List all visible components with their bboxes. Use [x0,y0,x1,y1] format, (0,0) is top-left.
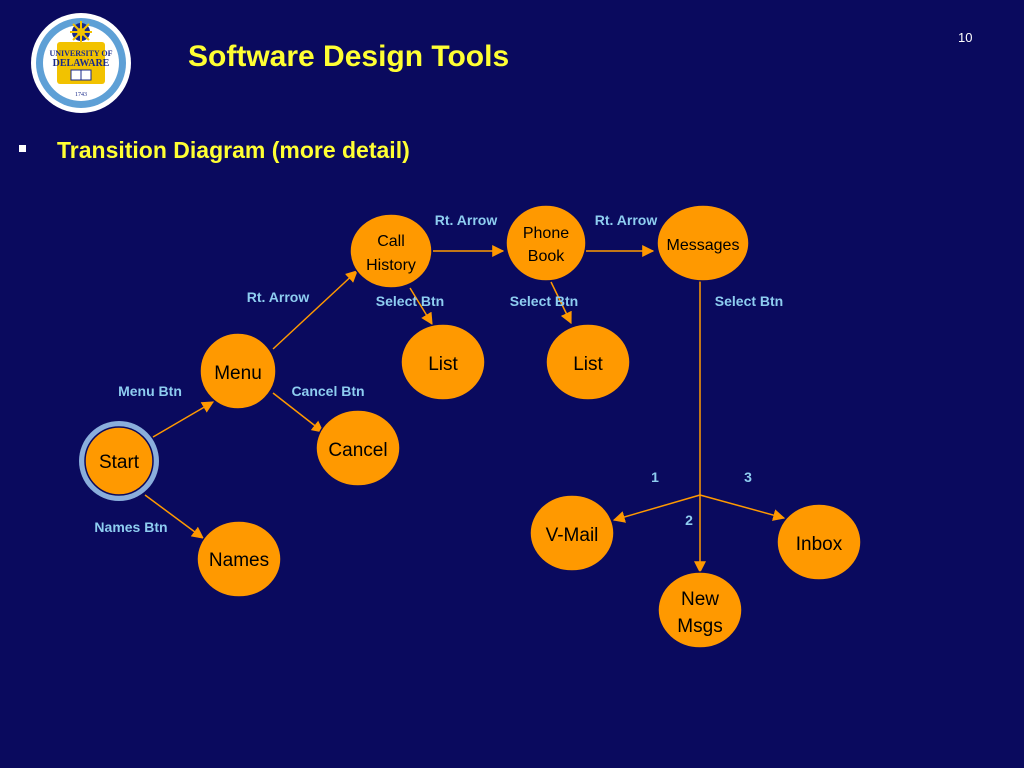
node-vmail: V-Mail [529,494,615,572]
edge-branch-inbox [699,494,786,521]
edge-call-list [409,287,433,326]
node-phone-book-line1: Phone [523,225,569,242]
edge-phone-list [550,281,572,325]
page-number: 10 [958,30,973,45]
node-vmail-label: V-Mail [546,525,599,546]
edge-menu-cancel [272,392,324,433]
node-inbox: Inbox [776,503,862,581]
edge-label-cancel-btn: Cancel Btn [291,383,364,399]
node-phone-book-line2: Book [528,248,565,265]
node-cancel: Cancel [315,409,401,487]
edge-label-option-2: 2 [685,512,693,528]
node-new-msgs-line1: New [681,589,719,610]
edge-start-menu [152,401,215,438]
edge-start-names [144,494,204,539]
edge-label-select-btn-phone: Select Btn [510,293,578,309]
node-names-label: Names [209,550,269,571]
university-logo: UNIVERSITY OF DELAWARE 1743 [31,13,131,113]
node-list-2-label: List [573,354,603,375]
node-messages: Messages [656,204,750,282]
node-list-1-label: List [428,354,458,375]
edge-label-names-btn: Names Btn [94,519,167,535]
svg-text:1743: 1743 [75,92,87,98]
edge-label-option-1: 1 [651,469,659,485]
node-menu-label: Menu [214,363,262,384]
node-inbox-label: Inbox [796,534,843,555]
svg-text:DELAWARE: DELAWARE [53,58,110,69]
node-new-msgs-line2: Msgs [677,616,722,637]
edge-label-select-btn-call: Select Btn [376,293,444,309]
edge-label-rt-arrow-call: Rt. Arrow [435,212,498,228]
node-new-msgs: New Msgs [657,571,743,649]
edge-label-select-btn-messages: Select Btn [715,293,783,309]
node-cancel-label: Cancel [328,440,387,461]
node-list-2: List [545,323,631,401]
edge-menu-call-history [272,270,358,350]
bullet-text: Transition Diagram (more detail) [57,137,410,163]
edge-label-menu-btn: Menu Btn [118,383,182,399]
svg-text:UNIVERSITY OF: UNIVERSITY OF [49,49,112,58]
slide-title: Software Design Tools [188,40,510,73]
edge-label-option-3: 3 [744,469,752,485]
node-call-history-line1: Call [377,233,405,250]
node-names: Names [196,520,282,598]
node-list-1: List [400,323,486,401]
node-start: Start [79,421,159,501]
node-call-history-line2: History [366,257,416,274]
edge-branch-vmail [612,494,701,523]
node-messages-label: Messages [667,237,740,254]
node-call-history: Call History [349,213,433,289]
node-phone-book: Phone Book [505,204,587,282]
bullet-marker [19,145,26,152]
node-start-label: Start [99,452,140,473]
edge-label-rt-arrow-menu: Rt. Arrow [247,289,310,305]
edge-label-rt-arrow-phone: Rt. Arrow [595,212,658,228]
node-menu: Menu [199,332,277,410]
